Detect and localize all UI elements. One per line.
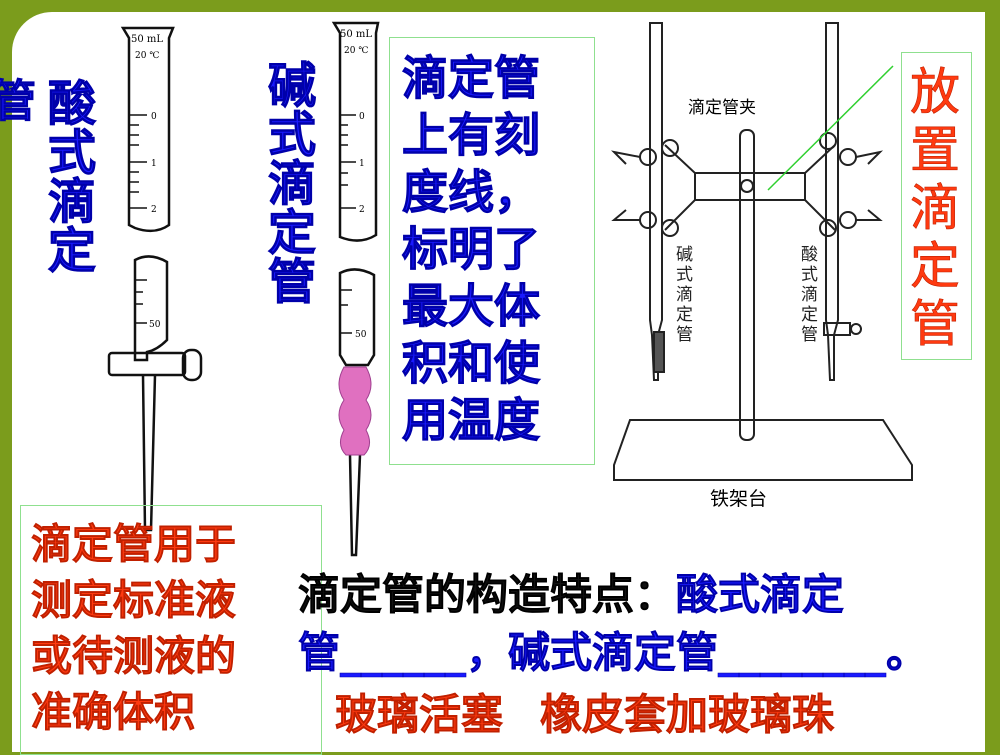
purpose-line: 测定标准液 [31,576,237,625]
tick-50: 50 [149,320,161,330]
temperature-text: 20 ℃ [135,51,159,61]
tick-1: 1 [151,159,157,169]
tick-2: 2 [151,205,157,215]
note-line: 积和使 [402,336,541,391]
placement-text: 放置滴定管 [910,63,961,354]
question-lead: 滴定管的构造特点： [298,570,677,620]
answer-1: 玻璃活塞 [335,690,504,740]
comma: ， [466,628,509,678]
question-acid-part: 酸式滴定 [676,570,845,620]
answer-2: 橡皮套加玻璃珠 [540,690,835,740]
placement-box: 放置滴定管 [901,52,972,360]
tick-0: 0 [151,112,157,122]
rubber-tube-icon [338,366,372,456]
temperature-text: 20 ℃ [344,46,368,56]
tick-2: 2 [359,205,365,215]
purpose-line: 或待测液的 [31,632,237,681]
clamp-label: 滴定管夹 [688,98,756,118]
partial-guan-text: 管 [0,76,37,127]
purpose-box: 滴定管用于 测定标准液 或待测液的 准确体积 [20,505,322,755]
answer-blank-2[interactable]: ________ [718,628,887,678]
tick-1: 1 [359,159,365,169]
pointer-line [767,65,894,191]
purpose-line: 准确体积 [31,688,196,737]
base-burette-label: 碱式滴定管 [268,58,317,310]
question-base-part: 碱式滴定管 [508,628,719,678]
note-line: 度线， [402,165,541,220]
capacity-text: 50 mL [131,34,163,45]
question-line2-start: 管 [298,628,341,678]
tick-0: 0 [359,112,365,122]
burette-stand-diagram: 滴定管夹 铁架台 [610,22,913,510]
purpose-line: 滴定管用于 [31,520,237,569]
stand-label: 铁架台 [710,488,767,510]
scale-note-box: 滴定管 上有刻 度线， 标明了 最大体 积和使 用温度 [389,37,595,465]
scale-note-text: 滴定管 上有刻 度线， 标明了 最大体 积和使 用温度 [402,50,594,449]
answer-blank-1[interactable]: ______ [340,628,467,678]
note-line: 滴定管 [402,51,541,106]
purpose-text: 滴定管用于 测定标准液 或待测液的 准确体积 [31,516,321,740]
note-line: 标明了 [402,222,541,277]
note-line: 用温度 [402,393,541,448]
question-line-2: 管______，碱式滴定管________。 [298,628,929,678]
acid-burette-stand-label: 酸式滴定管 [801,245,819,345]
tick-50: 50 [355,330,367,340]
question-line-1: 滴定管的构造特点：酸式滴定 [298,570,845,620]
note-line: 最大体 [402,279,541,334]
base-burette-stand-label: 碱式滴定管 [676,245,694,345]
period: 。 [886,628,929,678]
base-burette-drawing: 50 mL 20 ℃ 0 1 2 50 [331,21,380,557]
capacity-text: 50 mL [340,29,372,40]
acid-burette-drawing: 50 mL 20 ℃ 0 1 2 50 [107,26,203,532]
note-line: 上有刻 [402,108,541,163]
acid-burette-label: 酸式滴定 [48,76,97,279]
